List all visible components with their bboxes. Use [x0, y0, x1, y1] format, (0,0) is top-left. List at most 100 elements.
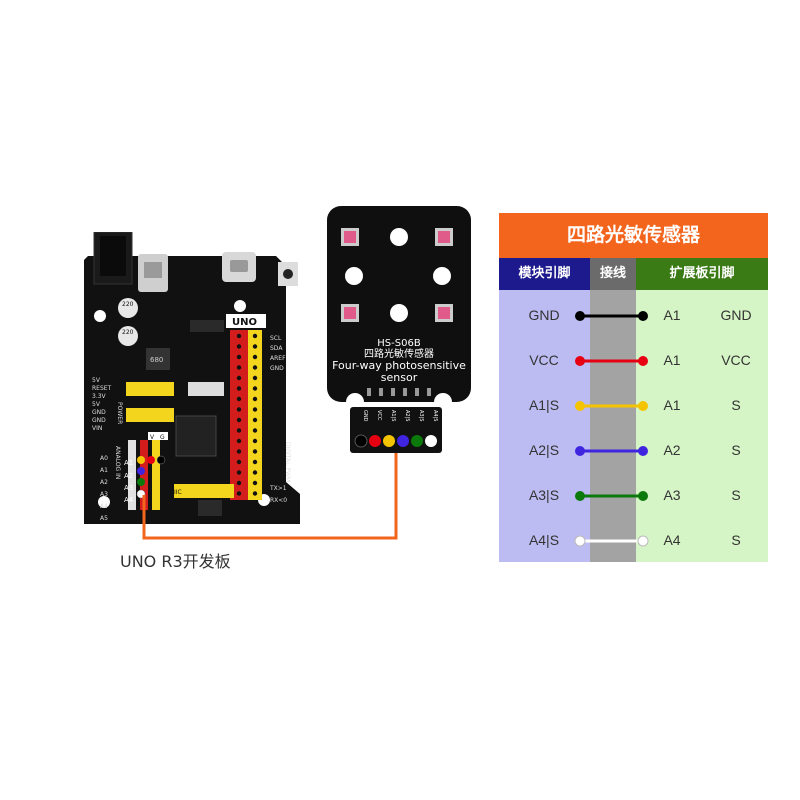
wire-end-dot [575, 491, 585, 501]
header-hole [236, 386, 242, 391]
photosensitive-sensor [327, 206, 471, 402]
header-hole [236, 354, 242, 360]
header-hole [252, 480, 258, 486]
wire-column [590, 290, 636, 562]
analog-head-v: V [150, 434, 155, 441]
power-pin-gnd: GND [92, 409, 106, 416]
header-hole [236, 417, 242, 423]
wire-end-dot [574, 535, 586, 547]
board-sub-cell: S [731, 487, 741, 503]
header-a1: A1 [124, 459, 133, 467]
digital-label: DIGITAL PWM [284, 442, 291, 482]
header-hole [236, 375, 242, 381]
module-pin-cell: A1|S [528, 397, 560, 413]
header-hole [252, 386, 258, 391]
table-title: 四路光敏传感器 [499, 213, 768, 258]
header-hole [236, 396, 242, 402]
module-pin-cell: A3|S [528, 487, 560, 503]
header-hole [252, 470, 258, 475]
power-pin-vin: VIN [92, 425, 102, 432]
pin-label-a4s: A4|S [432, 410, 438, 422]
header-hole [236, 459, 242, 465]
sensor-name-en-1: Four-way photosensitive [332, 359, 466, 372]
right-pin-rx: RX<0 [270, 497, 287, 504]
module-pin-cell: VCC [529, 352, 559, 368]
header-hole [252, 344, 258, 349]
header-hole [252, 396, 258, 402]
power-pin-3v3: 3.3V [92, 393, 107, 400]
analog-pin-a0: A0 [100, 455, 108, 462]
module-pin-cell: A2|S [528, 442, 560, 458]
analog-pin-a2: A2 [100, 479, 108, 486]
header-hole [252, 491, 258, 496]
header-a3: A3 [124, 484, 133, 492]
right-pin-scl: SCL [270, 335, 282, 342]
pin-label-a1s: A1|S [390, 410, 396, 422]
power-pin-gnd-2: GND [92, 417, 106, 424]
board-pin-cell: A1 [663, 352, 681, 368]
header-hole [252, 428, 258, 433]
board-pin-cell: A2 [663, 442, 681, 458]
wire-end-dot [638, 446, 648, 456]
power-pin-5v-2: 5V [92, 401, 101, 408]
power-pin-reset: RESET [92, 385, 112, 392]
wire-end-dot [637, 535, 649, 547]
analog-pin-a1: A1 [100, 467, 108, 474]
header-hole [252, 375, 258, 381]
right-pin-aref: AREF [270, 355, 286, 362]
board-pin-cell: A1 [663, 307, 681, 323]
module-pin-cell: GND [528, 307, 560, 323]
wire-end-dot [575, 311, 585, 321]
header-hole [236, 428, 242, 433]
analog-label: ANALOG IN [114, 446, 121, 479]
cap-label-2: 220 [122, 329, 134, 336]
header-hole [252, 354, 258, 360]
sensor-connector: GND VCC A1|S A2|S A3|S A4|S [350, 407, 442, 453]
header-hole [252, 449, 258, 454]
right-pin-tx: TX>1 [269, 485, 287, 492]
header-hole [252, 417, 258, 423]
wire-end-dot [575, 401, 585, 411]
uno-logo: UNO [232, 317, 257, 328]
header-hole [236, 333, 242, 339]
header-hole [236, 438, 242, 444]
header-a4: A4 [124, 496, 134, 504]
header-hole [252, 333, 258, 339]
header-hole [236, 365, 242, 370]
cap-label-1: 220 [122, 301, 134, 308]
board-caption: UNO R3开发板 [120, 552, 231, 571]
uno-board: 220 220 680 UNO 5V RESET 3.3V 5V GND GND… [84, 232, 300, 524]
header-hole [236, 470, 242, 475]
board-sub-cell: S [731, 442, 741, 458]
pin-label-a2s: A2|S [404, 410, 410, 422]
board-pin-cell: A3 [663, 487, 681, 503]
board-sub-cell: VCC [721, 352, 751, 368]
pin-label-a3s: A3|S [418, 410, 424, 422]
analog-pin-a4: A4 [100, 503, 108, 510]
wire-end-dot [575, 446, 585, 456]
board-sub-cell: S [731, 397, 741, 413]
sensor-name-en-2: sensor [380, 370, 418, 384]
sensor-title: HS-S06B 四路光敏传感器 Four-way photosensitive … [327, 338, 471, 384]
header-hole [252, 407, 258, 412]
analog-pin-a3: A3 [100, 491, 108, 498]
analog-head-g: G [160, 434, 165, 441]
wire-end-dot [575, 356, 585, 366]
header-hole [236, 449, 242, 454]
wire-end-dot [638, 401, 648, 411]
header-hole [236, 344, 242, 349]
board-pin-cell: A4 [663, 532, 681, 548]
power-pin-5v: 5V [92, 377, 101, 384]
module-pin-cell: A4|S [528, 532, 560, 548]
header-hole [252, 438, 258, 444]
module-column [499, 290, 590, 562]
connector-dots [354, 434, 437, 448]
wire-end-dot [638, 311, 648, 321]
wire-end-dot [638, 356, 648, 366]
sensor-model: HS-S06B [377, 338, 421, 349]
header-a2: A2 [124, 472, 133, 480]
header-hole [252, 459, 258, 465]
sensor-name-cn: 四路光敏传感器 [364, 348, 434, 360]
power-label: POWER [116, 402, 123, 424]
